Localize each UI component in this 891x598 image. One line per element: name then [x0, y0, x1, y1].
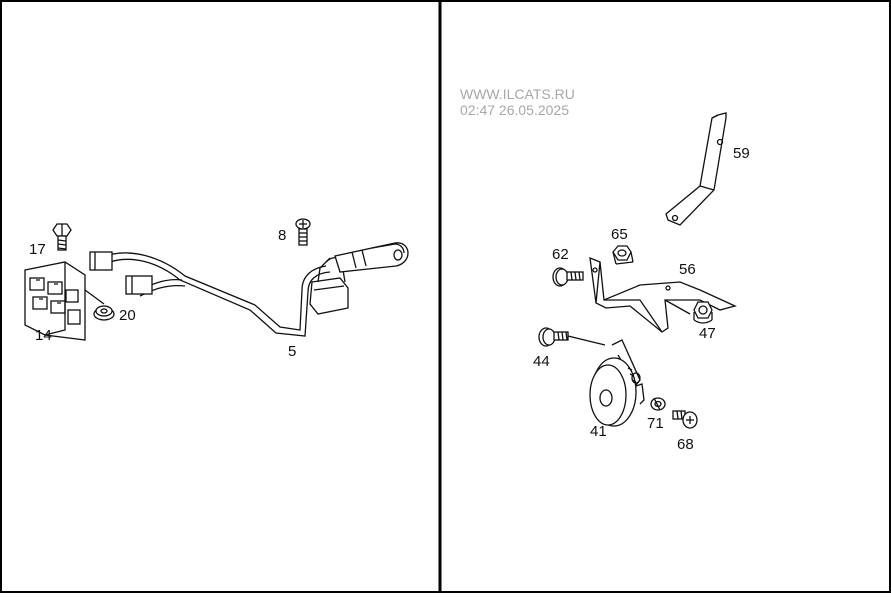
callout-20[interactable]: 20 [119, 307, 136, 324]
part-41-horn[interactable] [589, 339, 645, 427]
part-5-combination-switch[interactable] [89, 242, 409, 337]
part-62-bolt[interactable] [552, 267, 584, 287]
callout-8[interactable]: 8 [278, 227, 287, 244]
callout-44[interactable]: 44 [533, 353, 550, 370]
callout-62[interactable]: 62 [552, 246, 569, 263]
part-68-screw[interactable] [672, 410, 698, 429]
callout-59[interactable]: 59 [733, 145, 750, 162]
watermark-timestamp: 02:47 26.05.2025 [460, 102, 569, 118]
callout-47[interactable]: 47 [699, 325, 716, 342]
part-17-bolt[interactable] [52, 223, 72, 251]
callout-14[interactable]: 14 [35, 327, 52, 344]
callout-68[interactable]: 68 [677, 436, 694, 453]
callout-17[interactable]: 17 [29, 241, 46, 258]
callout-41[interactable]: 41 [590, 423, 607, 440]
watermark-site: WWW.ILCATS.RU [460, 86, 575, 102]
callout-56[interactable]: 56 [679, 261, 696, 278]
part-44-bolt[interactable] [538, 327, 606, 347]
callout-65[interactable]: 65 [611, 226, 628, 243]
callout-71[interactable]: 71 [647, 415, 664, 432]
part-65-nut[interactable] [612, 245, 634, 265]
part-14-relay-box[interactable] [24, 261, 86, 341]
part-71-washer[interactable] [650, 397, 666, 411]
part-20-nut[interactable] [84, 289, 115, 321]
part-47-nut[interactable] [693, 301, 713, 324]
part-8-screw[interactable] [295, 218, 311, 246]
part-59-bracket[interactable] [665, 112, 727, 226]
part-56-mounting-bracket[interactable] [589, 256, 737, 333]
callout-5[interactable]: 5 [288, 343, 297, 360]
